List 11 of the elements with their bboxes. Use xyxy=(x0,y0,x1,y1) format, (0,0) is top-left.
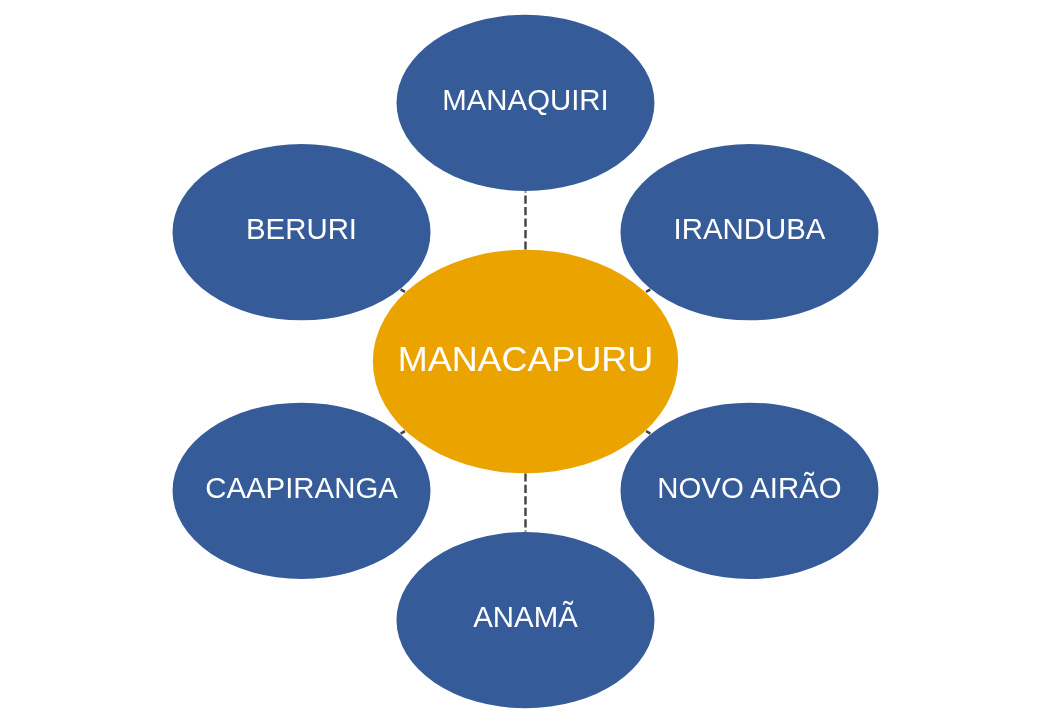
connector xyxy=(644,288,651,293)
node-ellipse: BERURI xyxy=(172,144,430,321)
node-ellipse: MANACAPURU xyxy=(372,249,678,474)
connector xyxy=(399,288,406,293)
node-ellipse: IRANDUBA xyxy=(620,144,878,321)
node-ellipse: NOVO AIRÃO xyxy=(620,402,878,579)
connector xyxy=(644,430,651,435)
node-ellipse: MANAQUIRI xyxy=(396,14,654,192)
node-ellipse: ANAMÃ xyxy=(396,531,654,709)
node-ellipse: CAAPIRANGA xyxy=(172,402,430,579)
connector xyxy=(399,430,406,435)
